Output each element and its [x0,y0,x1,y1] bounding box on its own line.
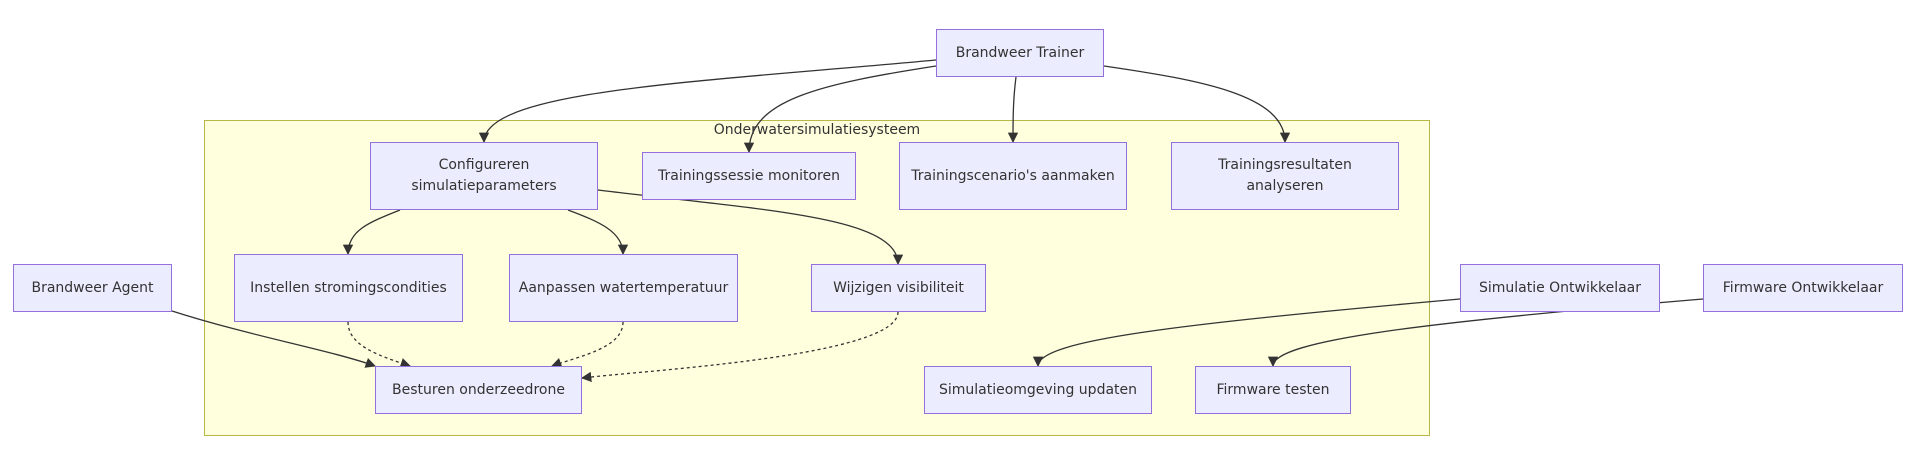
node-trainingsresultaten-analyseren: Trainingsresultaten analyseren [1171,142,1399,210]
node-besturen-onderzeedrone: Besturen onderzeedrone [375,366,582,414]
node-trainingssessie-monitoren: Trainingssessie monitoren [642,152,856,200]
edge-brandweer-trainer-to-configureren [478,59,937,144]
node-trainingscenarios-aanmaken: Trainingscenario's aanmaken [899,142,1127,210]
subsystem-cluster-label: Onderwatersimulatiesysteem [713,122,921,138]
node-simulatie-ontwikkelaar: Simulatie Ontwikkelaar [1460,264,1660,312]
edge-wijzigen-to-besturen [580,311,899,383]
edge-brandweer-trainer-to-trainingssessie [743,65,937,154]
edge-simulatie-ontwikkelaar-to-simulatieomgeving [1032,298,1461,368]
node-brandweer-agent: Brandweer Agent [13,264,172,312]
node-brandweer-trainer: Brandweer Trainer [936,29,1104,77]
node-instellen-stromingscondities: Instellen stromingscondities [234,254,463,322]
edge-configureren-to-instellen [342,209,401,256]
node-configureren-simulatieparameters: Configureren simulatieparameters [370,142,598,210]
edge-brandweer-trainer-to-trainingscenarios [1007,76,1019,144]
node-simulatieomgeving-updaten: Simulatieomgeving updaten [924,366,1152,414]
edge-aanpassen-to-besturen [551,321,624,368]
node-wijzigen-visibiliteit: Wijzigen visibiliteit [811,264,986,312]
edge-brandweer-trainer-to-trainingsresultaten [1103,65,1291,144]
node-firmware-testen: Firmware testen [1195,366,1351,414]
edge-configureren-to-aanpassen [567,209,629,256]
node-firmware-ontwikkelaar: Firmware Ontwikkelaar [1703,264,1903,312]
edge-brandweer-agent-to-besturen [171,310,376,368]
edge-instellen-to-besturen [347,321,411,368]
edge-configureren-to-wijzigen [597,189,904,266]
node-aanpassen-watertemperatuur: Aanpassen watertemperatuur [509,254,738,322]
